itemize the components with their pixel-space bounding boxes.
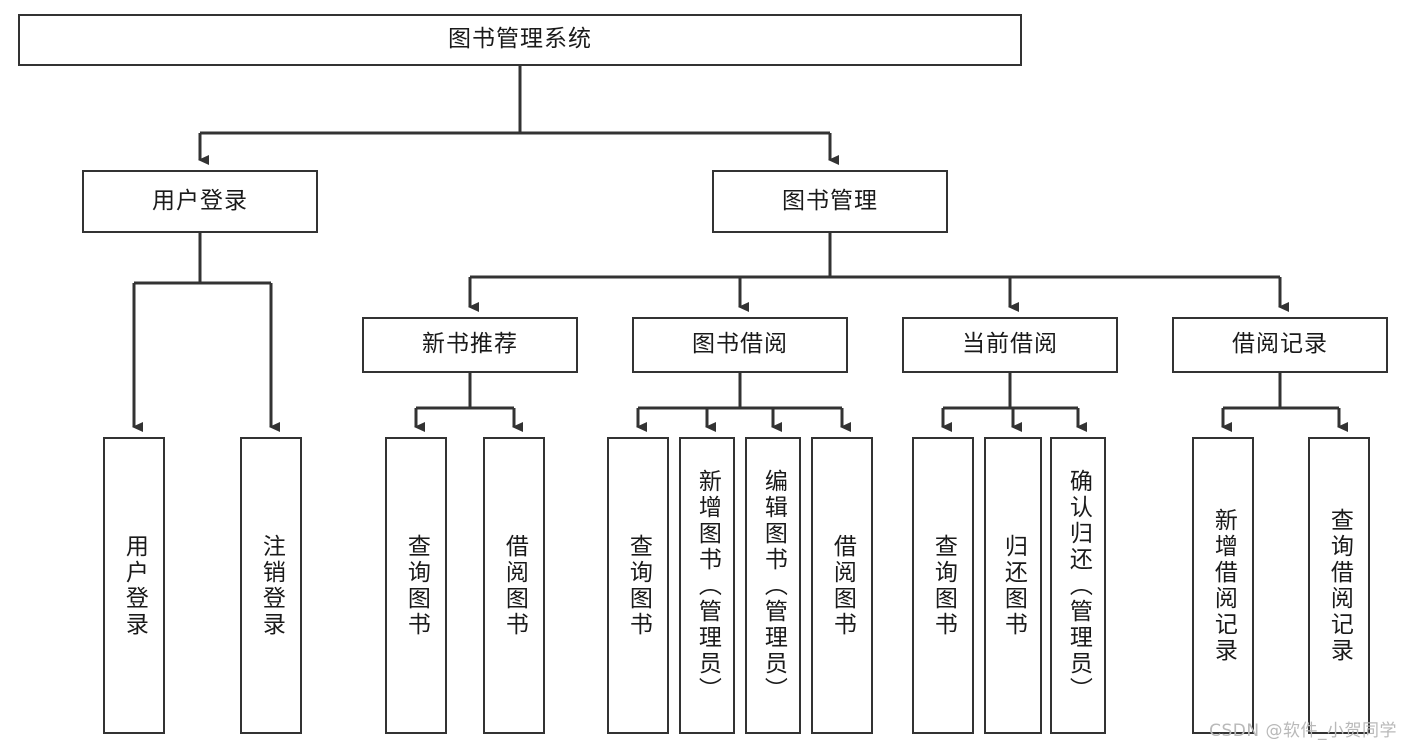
leaf-query-book-current[interactable]: 查询图书	[912, 437, 974, 734]
node-book-management[interactable]: 图书管理	[712, 170, 948, 233]
leaf-query-book-recommend[interactable]: 查询图书	[385, 437, 447, 734]
leaf-query-book-borrow[interactable]: 查询图书	[607, 437, 669, 734]
leaf-borrow-book[interactable]: 借阅图书	[811, 437, 873, 734]
leaf-add-book-admin[interactable]: 新增图书（管理员）	[679, 437, 735, 734]
node-book-borrow[interactable]: 图书借阅	[632, 317, 848, 373]
leaf-edit-book-admin[interactable]: 编辑图书（管理员）	[745, 437, 801, 734]
node-current-borrow[interactable]: 当前借阅	[902, 317, 1118, 373]
node-user-login[interactable]: 用户登录	[82, 170, 318, 233]
leaf-return-book[interactable]: 归还图书	[984, 437, 1042, 734]
leaf-confirm-return-admin[interactable]: 确认归还（管理员）	[1050, 437, 1106, 734]
node-new-book-recommend[interactable]: 新书推荐	[362, 317, 578, 373]
leaf-query-borrow-record[interactable]: 查询借阅记录	[1308, 437, 1370, 734]
watermark-text: CSDN @软件_小贺同学	[1209, 721, 1397, 741]
node-borrow-record[interactable]: 借阅记录	[1172, 317, 1388, 373]
leaf-logout-login[interactable]: 注销登录	[240, 437, 302, 734]
node-root[interactable]: 图书管理系统	[18, 14, 1022, 66]
leaf-add-borrow-record[interactable]: 新增借阅记录	[1192, 437, 1254, 734]
leaf-user-login[interactable]: 用户登录	[103, 437, 165, 734]
leaf-borrow-book-recommend[interactable]: 借阅图书	[483, 437, 545, 734]
